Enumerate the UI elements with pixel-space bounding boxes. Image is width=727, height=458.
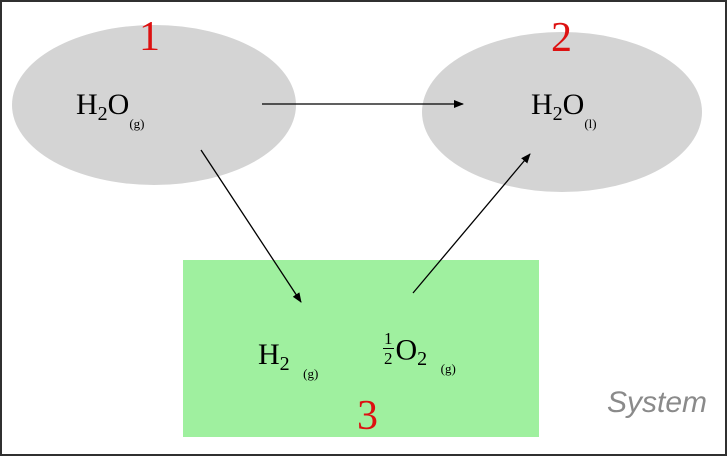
state-2-phase: (l) [584, 116, 597, 131]
state-1-sub: 2 [97, 103, 108, 125]
state-3-h2: H2 (g) [258, 338, 318, 381]
state-3-h2-phase: (g) [303, 366, 319, 381]
state-3-h2-sub: 2 [279, 353, 290, 375]
state-3-o2: 1 2 O2 (g) [383, 330, 456, 375]
state-1-o: O [107, 88, 130, 121]
state-3-h2-h: H [258, 338, 280, 371]
state-3-o2-phase: (g) [440, 361, 456, 377]
state-2-o: O [562, 88, 585, 121]
state-3-o2-o: O [395, 333, 418, 367]
state-1-ellipse [12, 25, 296, 185]
state-3-box [183, 260, 539, 437]
arrow-3-to-2 [412, 153, 531, 294]
arrow-1-to-3 [200, 149, 302, 303]
state-2-sub: 2 [552, 103, 563, 125]
state-3-number: 3 [357, 393, 378, 439]
coefficient-denominator: 2 [384, 349, 393, 368]
state-3-o2-sub: 2 [417, 348, 428, 371]
state-2-h: H [531, 88, 553, 121]
state-1-h: H [76, 88, 98, 121]
state-1-formula: H2O(g) [76, 88, 145, 131]
coefficient-numerator: 1 [383, 329, 394, 349]
state-2-ellipse [422, 32, 702, 192]
state-2-number: 2 [551, 15, 572, 61]
state-3-o2-coefficient: 1 2 [383, 330, 394, 367]
state-2-formula: H2O(l) [531, 88, 597, 131]
system-label: System [606, 386, 707, 419]
state-1-number: 1 [139, 14, 160, 60]
state-1-phase: (g) [129, 116, 145, 131]
